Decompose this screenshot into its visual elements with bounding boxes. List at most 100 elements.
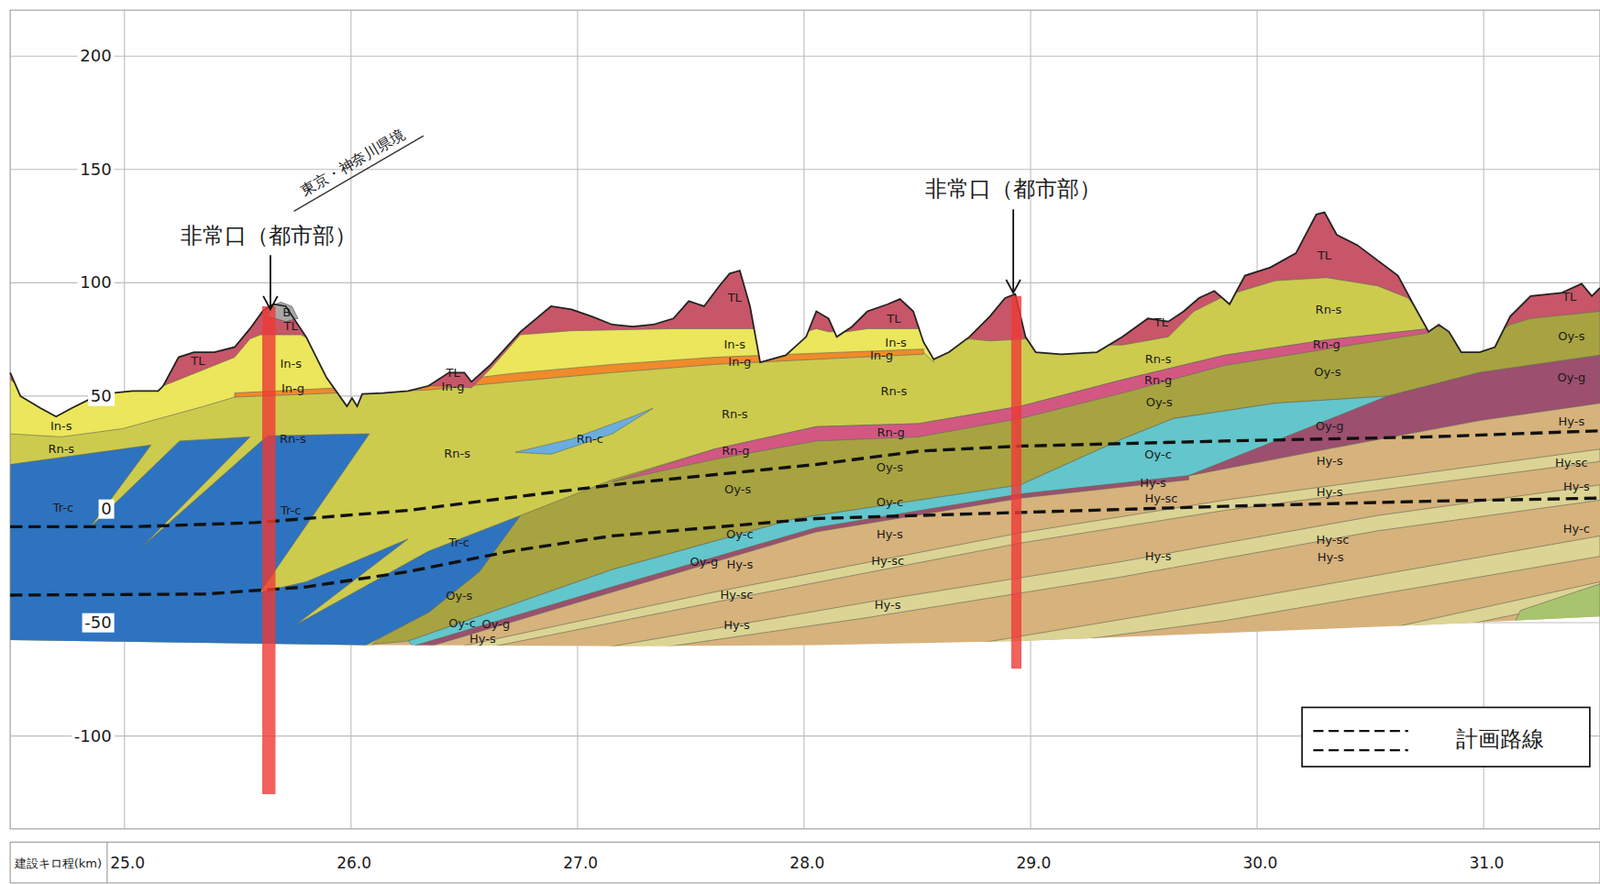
km-tick: 27.0 xyxy=(562,854,598,873)
stratum-label: Oy-g xyxy=(1557,370,1587,385)
stratum-label: Oy-s xyxy=(876,460,904,475)
stratum-label: Hy-sc xyxy=(871,554,905,569)
arrow-head xyxy=(1005,279,1021,293)
stratum-label: Oy-s xyxy=(724,483,751,497)
stratum-label: TL xyxy=(1154,315,1169,330)
legend-box xyxy=(1302,706,1590,767)
stratum-label: In-s xyxy=(50,419,73,434)
stratum-label: In-g xyxy=(441,379,465,394)
ground-surface xyxy=(10,212,1600,418)
stratum-label: Rn-g xyxy=(1313,338,1341,353)
legend-sample xyxy=(1313,749,1408,751)
stratum-label: In-s xyxy=(723,338,746,353)
planned-route xyxy=(10,430,1600,528)
stratum-label: TL xyxy=(886,312,901,327)
stratum-label: Rn-g xyxy=(876,426,905,441)
hy-sc-band xyxy=(1275,582,1600,654)
stratum-label: Oy-c xyxy=(726,528,754,542)
stratum-label: Oy-g xyxy=(1315,419,1345,434)
axis-tick: -100 xyxy=(71,726,115,746)
stratum-label: Rn-s xyxy=(721,407,749,421)
shaft-label: 非常口（都市部） xyxy=(925,176,1102,203)
axis-divider xyxy=(106,841,108,883)
rn-c-lens xyxy=(515,408,653,454)
axis-title: 建設キロ程(km) xyxy=(14,856,102,871)
stratum-label: Rn-g xyxy=(1144,374,1172,388)
km-tick: 28.0 xyxy=(789,854,825,873)
stratum-label: Hy-s xyxy=(1316,454,1344,469)
stratum-label: TL xyxy=(446,366,461,381)
km-tick: 25.0 xyxy=(110,854,145,873)
stratum-label: Oy-s xyxy=(445,589,473,604)
stratum-label: Rn-c xyxy=(576,431,604,446)
stratum-label: Hy-sc xyxy=(1555,456,1589,471)
stratum-label: Hy-s xyxy=(1139,475,1167,490)
stratum-label: Hy-s xyxy=(1563,480,1590,495)
in-g-layer xyxy=(234,349,924,398)
stratum-label: TL xyxy=(190,354,205,369)
stratum-label: Oy-s xyxy=(1313,365,1341,380)
stratum-label: Tr-c xyxy=(449,536,470,551)
stratum-label: TL xyxy=(1317,249,1332,264)
planned-route xyxy=(10,497,1600,596)
stratum-label: Rn-g xyxy=(721,444,750,459)
hy-c-layer xyxy=(1500,584,1600,654)
stratum-label: Oy-s xyxy=(1146,395,1173,409)
km-tick: 30.0 xyxy=(1242,854,1278,873)
grid-line xyxy=(10,55,1600,57)
stratum-label: B xyxy=(282,305,291,320)
axis-tick: 200 xyxy=(77,46,114,67)
stratum-label: Hy-s xyxy=(1557,414,1585,429)
km-tick: 29.0 xyxy=(1015,854,1051,873)
in-s-layer xyxy=(10,0,934,437)
stratum-label: Hy-sc xyxy=(720,588,754,603)
stratum-label: In-s xyxy=(279,357,302,372)
boundary-label: 東京・神奈川県境 xyxy=(297,126,409,200)
km-tick: 26.0 xyxy=(336,854,372,873)
emergency-shaft xyxy=(1011,296,1022,669)
hy-s-layer xyxy=(0,0,1600,715)
stratum-label: Rn-s xyxy=(1145,352,1172,366)
axis-tick: 100 xyxy=(77,273,114,293)
stratum-label: Hy-c xyxy=(1563,521,1590,536)
stratum-label: Hy-s xyxy=(1145,549,1172,563)
boundary-leader xyxy=(294,135,424,211)
axis-tick: 0 xyxy=(98,499,114,519)
axis-tick: 50 xyxy=(88,386,115,407)
oy-g-layer xyxy=(1189,354,1600,475)
arrow-line xyxy=(1012,209,1015,293)
stratum-label: Oy-c xyxy=(876,495,905,509)
legend-text: 計画路線 xyxy=(1456,727,1545,753)
stratum-label: Rn-s xyxy=(443,447,471,462)
stratum-label: Rn-s xyxy=(881,385,908,399)
stratum-label: Oy-g xyxy=(690,555,719,570)
stratum-label: TL xyxy=(284,320,298,334)
stratum-label: Hy-s xyxy=(723,618,751,633)
stratum-label: In-s xyxy=(884,336,907,351)
stratum-label: Hy-sc xyxy=(1315,532,1349,547)
shaft-label: 非常口（都市部） xyxy=(180,223,357,250)
stratum-label: In-g xyxy=(870,349,894,364)
stratum-label: Rn-s xyxy=(47,441,75,456)
stratum-label: Rn-s xyxy=(1315,303,1343,318)
stratum-label: TL xyxy=(1562,289,1577,304)
stratum-label: Hy-s xyxy=(876,528,904,542)
stratum-label: Tr-c xyxy=(280,503,301,518)
stratum-label: In-g xyxy=(281,382,305,397)
stratum-label: Hy-s xyxy=(874,598,902,613)
strata xyxy=(0,0,1600,715)
arrow-line xyxy=(269,254,272,309)
stratum-label: Hy-s xyxy=(726,557,753,572)
arrow-head xyxy=(263,296,278,309)
stratum-label: Oy-c xyxy=(448,617,476,631)
stratum-label: Rn-s xyxy=(279,431,307,446)
stratum-label: Hy-s xyxy=(1317,550,1345,564)
legend-sample xyxy=(1313,729,1408,732)
shaft-arrow xyxy=(263,209,1021,309)
stratum-label: Tr-c xyxy=(53,501,74,516)
stratum-label: In-g xyxy=(728,355,751,370)
emergency-shaft xyxy=(262,306,276,795)
stratum-label: Hy-sc xyxy=(1145,492,1179,507)
stratum-label: Hy-s xyxy=(469,631,497,646)
